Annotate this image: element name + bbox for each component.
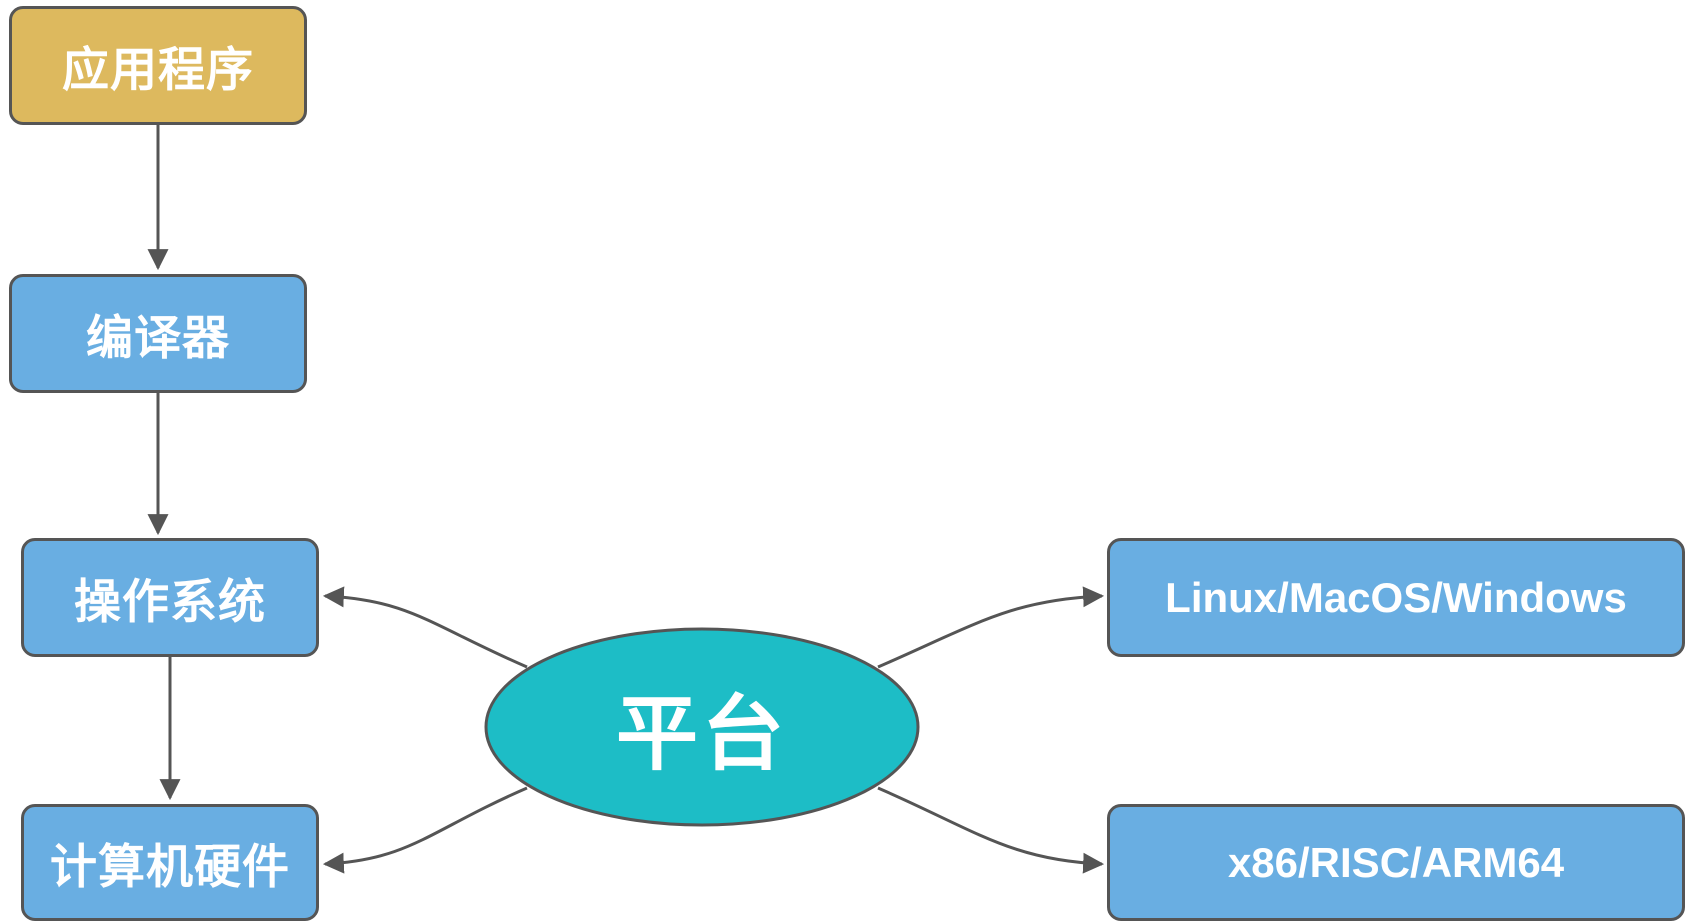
platform-label: 平台 [615,686,788,782]
node-os-examples-label: Linux/MacOS/Windows [1165,573,1627,621]
arrow-platform-to-hardware [322,786,528,874]
node-os-examples: Linux/MacOS/Windows [1107,538,1685,657]
node-operating-system: 操作系统 [21,538,319,657]
node-compiler: 编译器 [9,274,307,393]
node-computer-hardware: 计算机硬件 [21,804,319,921]
node-hardware-examples-label: x86/RISC/ARM64 [1227,838,1565,886]
node-compiler-label: 编译器 [86,311,230,366]
node-application-label: 应用程序 [62,43,254,98]
platform-ellipse [484,627,920,827]
arrow-platform-to-os-examples [877,586,1105,669]
node-application: 应用程序 [9,6,307,125]
node-computer-hardware-label: 计算机硬件 [50,840,290,895]
node-hardware-examples: x86/RISC/ARM64 [1107,804,1685,921]
node-operating-system-label: 操作系统 [74,575,266,630]
arrow-platform-to-os [322,586,528,669]
arrow-platform-to-hw-examples [877,786,1105,874]
